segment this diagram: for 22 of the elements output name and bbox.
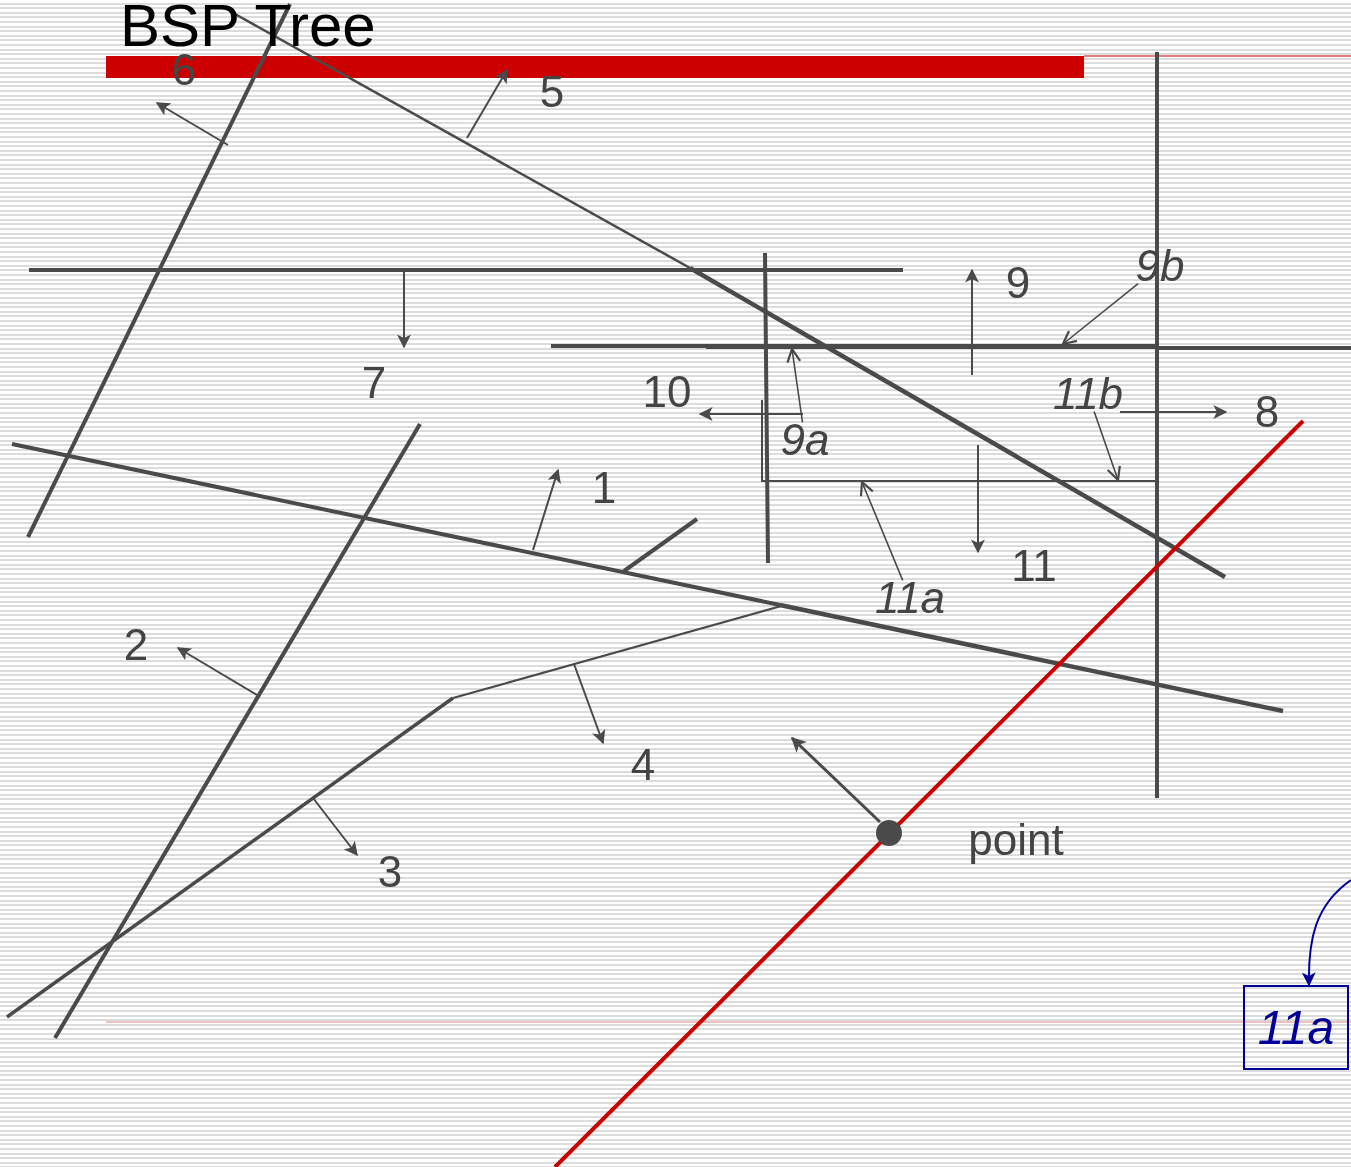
point-label: point bbox=[968, 818, 1064, 862]
leader-line bbox=[859, 480, 904, 582]
plane-number: 2 bbox=[123, 623, 149, 667]
tree-node-box: 11a bbox=[1243, 985, 1349, 1070]
plane-number: 8 bbox=[1254, 390, 1280, 434]
arrow bbox=[1301, 879, 1351, 987]
plane-number: 5 bbox=[539, 70, 565, 114]
plane-number: 3 bbox=[377, 850, 403, 894]
leader-line bbox=[1061, 282, 1139, 346]
plane-number: 4 bbox=[630, 743, 656, 787]
plane-number: 9 bbox=[1005, 261, 1031, 305]
line-segment bbox=[1040, 480, 1155, 482]
plane-number: 7 bbox=[361, 361, 387, 405]
line-segment bbox=[762, 480, 1040, 482]
segment-label: 11b bbox=[1052, 376, 1124, 412]
segment-label: 11a bbox=[874, 580, 946, 616]
segment-label: 9a bbox=[780, 422, 830, 458]
plane-number: 1 bbox=[591, 466, 617, 510]
leader-line bbox=[786, 347, 804, 424]
plane-number: 10 bbox=[642, 370, 692, 414]
plane-number: 11 bbox=[1011, 544, 1057, 588]
leader-line bbox=[1093, 410, 1121, 482]
